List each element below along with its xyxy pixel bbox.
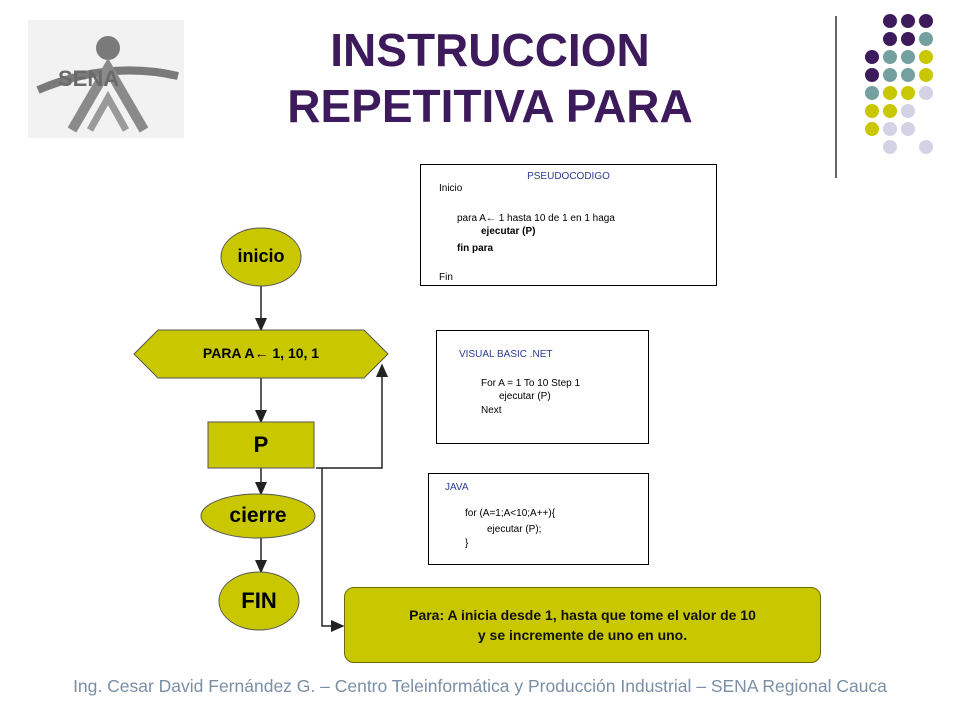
- close-label: cierre: [229, 504, 287, 527]
- decorative-dot: [901, 122, 915, 136]
- page-title: INSTRUCCION REPETITIVA PARA: [220, 22, 760, 134]
- decorative-dot: [919, 50, 933, 64]
- pseudocode-line: fin para: [457, 243, 494, 254]
- pseudocode-line: para A← 1 hasta 10 de 1 en 1 haga: [457, 213, 615, 224]
- decorative-dot: [919, 32, 933, 46]
- explanation-note: Para: A inicia desde 1, hasta que tome e…: [344, 587, 821, 663]
- decorative-dots: [865, 14, 933, 154]
- sena-logo-icon: SENA: [28, 20, 184, 138]
- decorative-dot: [883, 32, 897, 46]
- decorative-dot: [883, 86, 897, 100]
- vbnet-line: For A = 1 To 10 Step 1: [481, 378, 581, 389]
- decorative-dot: [919, 68, 933, 82]
- decorative-dot: [883, 140, 897, 154]
- note-line-1: Para: A inicia desde 1, hasta que tome e…: [409, 607, 756, 623]
- decorative-dot: [865, 104, 879, 118]
- loop-node: [133, 329, 389, 379]
- decorative-dot: [883, 14, 897, 28]
- title-line-1: INSTRUCCION: [330, 24, 650, 76]
- note-arrow: [321, 468, 345, 632]
- decorative-dot: [919, 140, 933, 154]
- java-line: for (A=1;A<10;A++){: [465, 508, 556, 519]
- decorative-dot: [883, 50, 897, 64]
- decorative-dot: [919, 86, 933, 100]
- decorative-dot: [901, 14, 915, 28]
- decorative-dot: [901, 50, 915, 64]
- decorative-divider: [835, 16, 837, 178]
- decorative-dot: [865, 122, 879, 136]
- close-node: [200, 493, 316, 539]
- java-line: }: [465, 538, 469, 549]
- pseudocode-line: ejecutar (P): [481, 226, 536, 237]
- start-node: [220, 227, 302, 287]
- pseudocode-line: Inicio: [439, 183, 463, 194]
- end-label: FIN: [241, 588, 277, 613]
- decorative-dot: [883, 122, 897, 136]
- title-line-2: REPETITIVA PARA: [287, 80, 693, 132]
- pseudocode-line: Fin: [439, 272, 453, 283]
- start-label: inicio: [237, 246, 285, 266]
- pseudocode-box: PSEUDOCODIGO Inicio para A← 1 hasta 10 d…: [420, 164, 717, 286]
- end-node: [218, 571, 300, 631]
- pseudocode-header: PSEUDOCODIGO: [527, 171, 610, 182]
- process-node: [207, 421, 315, 469]
- loop-back-arrow: [316, 363, 388, 469]
- loop-label: PARA A← 1, 10, 1: [202, 345, 320, 361]
- note-line-2: y se incremente de uno en uno.: [477, 627, 688, 643]
- vbnet-line: Next: [481, 405, 502, 416]
- logo-text: SENA: [58, 66, 119, 91]
- vbnet-box: VISUAL BASIC .NET For A = 1 To 10 Step 1…: [436, 330, 649, 444]
- java-header: JAVA: [445, 482, 469, 493]
- decorative-dot: [919, 14, 933, 28]
- java-line: ejecutar (P);: [487, 524, 542, 535]
- vbnet-line: ejecutar (P): [499, 391, 551, 402]
- decorative-dot: [883, 68, 897, 82]
- decorative-dot: [865, 86, 879, 100]
- vbnet-header: VISUAL BASIC .NET: [459, 349, 553, 360]
- decorative-dot: [883, 104, 897, 118]
- decorative-dot: [865, 68, 879, 82]
- decorative-dot: [865, 50, 879, 64]
- process-label: P: [253, 432, 269, 457]
- decorative-dot: [901, 86, 915, 100]
- footer-credit: Ing. Cesar David Fernández G. – Centro T…: [73, 676, 887, 696]
- decorative-dot: [901, 104, 915, 118]
- java-box: JAVA for (A=1;A<10;A++){ ejecutar (P); }: [428, 473, 649, 565]
- decorative-dot: [901, 32, 915, 46]
- decorative-dot: [901, 68, 915, 82]
